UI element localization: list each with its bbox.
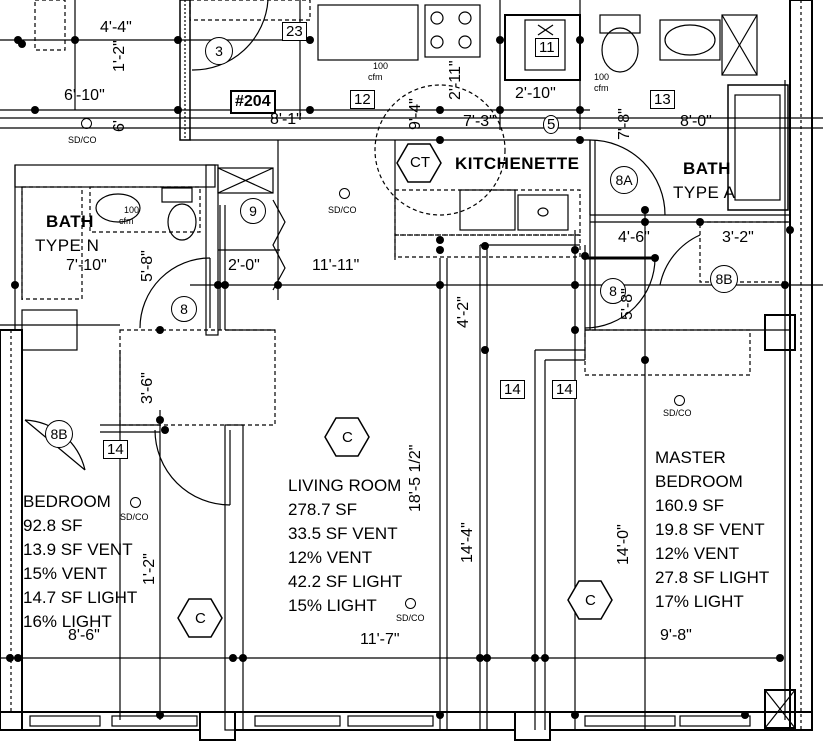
bedroom-vent-sf: 13.9 SF VENT xyxy=(23,540,133,559)
dimension-label: 5'-8" xyxy=(139,250,156,282)
smoke-detector-icon xyxy=(81,118,92,129)
door-tag: 8 xyxy=(171,296,197,322)
door-tag: 8A xyxy=(610,166,638,194)
keynote-tag: 14 xyxy=(103,440,128,459)
dimension-label: 4'-2" xyxy=(455,296,472,328)
dimension-label: 14'-0" xyxy=(615,524,632,565)
counter-tag xyxy=(396,143,442,183)
dimension-label: 8'-1" xyxy=(270,111,302,128)
dimension-label: 2'-10" xyxy=(515,85,556,102)
exterior-wall-bottom xyxy=(0,711,813,731)
dimension-label: 5'-8" xyxy=(619,288,636,320)
dimension-label: 6' xyxy=(111,120,128,132)
dimension-label: 8'-6" xyxy=(68,627,100,644)
smoke-detector-label: SD/CO xyxy=(396,613,425,623)
exhaust-fan-cfm: 100 xyxy=(594,72,610,82)
living-room-title: LIVING ROOM xyxy=(288,476,402,495)
bedroom-light-sf: 14.7 SF LIGHT xyxy=(23,588,138,607)
dimension-label: 1'-2" xyxy=(111,40,128,72)
smoke-detector-label: SD/CO xyxy=(120,512,149,522)
smoke-detector-icon xyxy=(130,497,141,508)
door-tag: 8B xyxy=(710,265,738,293)
dimension-label: 7'-10" xyxy=(66,257,107,274)
dimension-label: 11'-7" xyxy=(360,631,400,648)
living-room-light-pct: 15% LIGHT xyxy=(288,596,377,615)
dimension-label: 2'-0" xyxy=(228,257,260,274)
door-tag: 8B xyxy=(45,420,73,448)
living-room-area: 278.7 SF xyxy=(288,500,357,519)
closet-tag-living xyxy=(324,417,370,457)
dimension-label: 3'-2" xyxy=(722,229,754,246)
smoke-detector-label: SD/CO xyxy=(663,408,692,418)
door-tag: 9 xyxy=(240,198,266,224)
closet-tag-master xyxy=(567,580,613,620)
dimension-label: 9'-8" xyxy=(660,627,692,644)
smoke-detector-icon xyxy=(405,598,416,609)
closet-tag-label: C xyxy=(195,610,206,627)
keynote-tag: 12 xyxy=(350,90,375,109)
closet-tag-label: C xyxy=(585,592,596,609)
bedroom-info: BEDROOM 92.8 SF 13.9 SF VENT 15% VENT 14… xyxy=(23,490,137,634)
smoke-detector-label: SD/CO xyxy=(68,135,97,145)
keynote-tag: 14 xyxy=(500,380,525,399)
master-bedroom-area: 160.9 SF xyxy=(655,496,724,515)
closet-tag-label: C xyxy=(342,429,353,446)
master-bedroom-vent-pct: 12% VENT xyxy=(655,544,740,563)
dimension-label: 9'-4" xyxy=(407,98,424,130)
door-tag: 8 xyxy=(600,278,626,304)
dimension-label: 2'-11" xyxy=(447,60,464,100)
dimension-label: 14'-4" xyxy=(459,522,476,563)
dimension-label: 18'-5 1/2" xyxy=(407,444,424,512)
dimension-label: 3'-6" xyxy=(139,372,156,404)
living-room-info: LIVING ROOM 278.7 SF 33.5 SF VENT 12% VE… xyxy=(288,474,402,618)
closet-tag-bedroom xyxy=(177,598,223,638)
living-room-vent-pct: 12% VENT xyxy=(288,548,373,567)
exhaust-fan-cfm: 100 xyxy=(373,61,389,71)
dimension-label: 7'-8" xyxy=(616,108,633,140)
dimension-label: 11'-11" xyxy=(312,257,360,274)
kitchenette-title: KITCHENETTE xyxy=(455,154,580,173)
counter-tag-label: CT xyxy=(410,154,430,171)
living-room-light-sf: 42.2 SF LIGHT xyxy=(288,572,403,591)
keynote-tag: 14 xyxy=(552,380,577,399)
bedroom-light-pct: 16% LIGHT xyxy=(23,612,112,631)
dimension-label: 8'-0" xyxy=(680,113,712,130)
master-bedroom-vent-sf: 19.8 SF VENT xyxy=(655,520,765,539)
master-bedroom-light-sf: 27.8 SF LIGHT xyxy=(655,568,770,587)
dimension-label: 1'-2" xyxy=(141,553,158,585)
exhaust-fan-unit: cfm xyxy=(368,72,383,82)
dimension-label: 6'-10" xyxy=(64,87,105,104)
keynote-tag: 11 xyxy=(535,38,559,57)
master-bedroom-light-pct: 17% LIGHT xyxy=(655,592,744,611)
bedroom-area: 92.8 SF xyxy=(23,516,83,535)
exhaust-fan-unit: cfm xyxy=(119,216,134,226)
dimension-label: 4'-4" xyxy=(100,19,132,36)
smoke-detector-label: SD/CO xyxy=(328,205,357,215)
door-tag: 3 xyxy=(205,37,233,65)
bedroom-title: BEDROOM xyxy=(23,492,111,511)
master-bedroom-info: MASTER BEDROOM 160.9 SF 19.8 SF VENT 12%… xyxy=(655,446,769,614)
unit-number-tag: #204 xyxy=(230,90,276,114)
dimension-label: 4'-6" xyxy=(618,229,650,246)
bedroom-vent-pct: 15% VENT xyxy=(23,564,108,583)
master-bedroom-title: MASTER xyxy=(655,448,726,467)
keynote-tag: 5 xyxy=(543,115,560,134)
smoke-detector-icon xyxy=(674,395,685,406)
bath-n-type: TYPE N xyxy=(35,236,100,255)
keynote-tag: 13 xyxy=(650,90,675,109)
master-bedroom-title-2: BEDROOM xyxy=(655,472,743,491)
bath-a-type: TYPE A xyxy=(673,183,736,202)
smoke-detector-icon xyxy=(339,188,350,199)
dimension-label: 7'-3" xyxy=(463,113,495,130)
exhaust-fan-cfm: 100 xyxy=(124,205,140,215)
bath-a-title: BATH xyxy=(683,159,731,178)
exhaust-fan-unit: cfm xyxy=(594,83,609,93)
bath-n-title: BATH xyxy=(46,212,94,231)
keynote-tag: 23 xyxy=(282,22,307,41)
living-room-vent-sf: 33.5 SF VENT xyxy=(288,524,398,543)
